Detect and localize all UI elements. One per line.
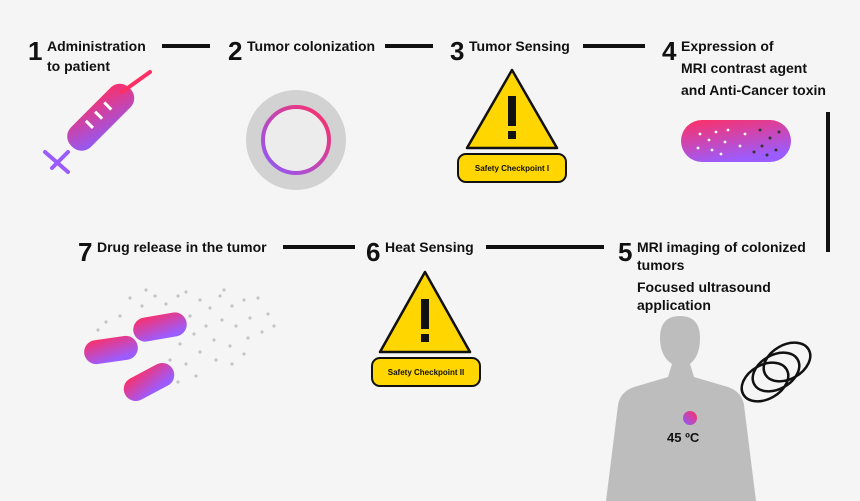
ultrasound-waves-icon [740, 341, 812, 403]
step-label: Expression of [681, 38, 774, 54]
connector-4-5 [826, 112, 830, 252]
tumor-marker-icon [683, 411, 697, 425]
step-number: 7 [78, 237, 93, 267]
released-drug-particles [96, 288, 276, 384]
warning-triangle-icon [378, 270, 472, 354]
step-label: Tumor Sensing [469, 38, 570, 54]
syringe-icon [43, 70, 152, 174]
connector-6-7 [283, 245, 355, 249]
drug-release-icon [84, 288, 276, 402]
step-label: tumors [637, 257, 685, 273]
bacterium-icon [84, 335, 138, 365]
step-label: Tumor colonization [247, 38, 376, 54]
patient-silhouette-icon [606, 316, 756, 501]
tumor-colonization-icon [246, 90, 346, 190]
step-number: 2 [228, 36, 243, 66]
safety-checkpoint-badge: Safety Checkpoint I [457, 153, 567, 183]
connector-2-3 [385, 44, 433, 48]
connector-1-2 [162, 44, 210, 48]
step-label: MRI contrast agent [681, 60, 808, 76]
safety-checkpoint-badge: Safety Checkpoint II [371, 357, 481, 387]
connector-lines [162, 44, 830, 252]
temperature-label: 45 ºC [667, 430, 700, 445]
step-number: 5 [618, 237, 633, 267]
step-number: 4 [662, 36, 677, 66]
step-label: MRI imaging of colonized [637, 239, 806, 255]
step-label: application [637, 297, 711, 313]
step-number: 6 [366, 237, 381, 267]
warning-triangle-icon [465, 68, 559, 150]
connector-3-4 [583, 44, 645, 48]
bacterium-icon [123, 362, 175, 402]
step-label: and Anti-Cancer toxin [681, 82, 826, 98]
bacterium-icon [681, 120, 791, 162]
step-label: Drug release in the tumor [97, 239, 267, 255]
safety-checkpoint-label: Safety Checkpoint I [475, 164, 549, 173]
step-label: Administration [47, 38, 146, 54]
bacterium-icon [133, 312, 187, 342]
connector-5-6 [486, 245, 604, 249]
step-label: to patient [47, 58, 110, 74]
safety-checkpoint-label: Safety Checkpoint II [388, 368, 464, 377]
step-number: 3 [450, 36, 465, 66]
step-number: 1 [28, 36, 43, 66]
step-label: Heat Sensing [385, 239, 474, 255]
step-label: Focused ultrasound [637, 279, 771, 295]
